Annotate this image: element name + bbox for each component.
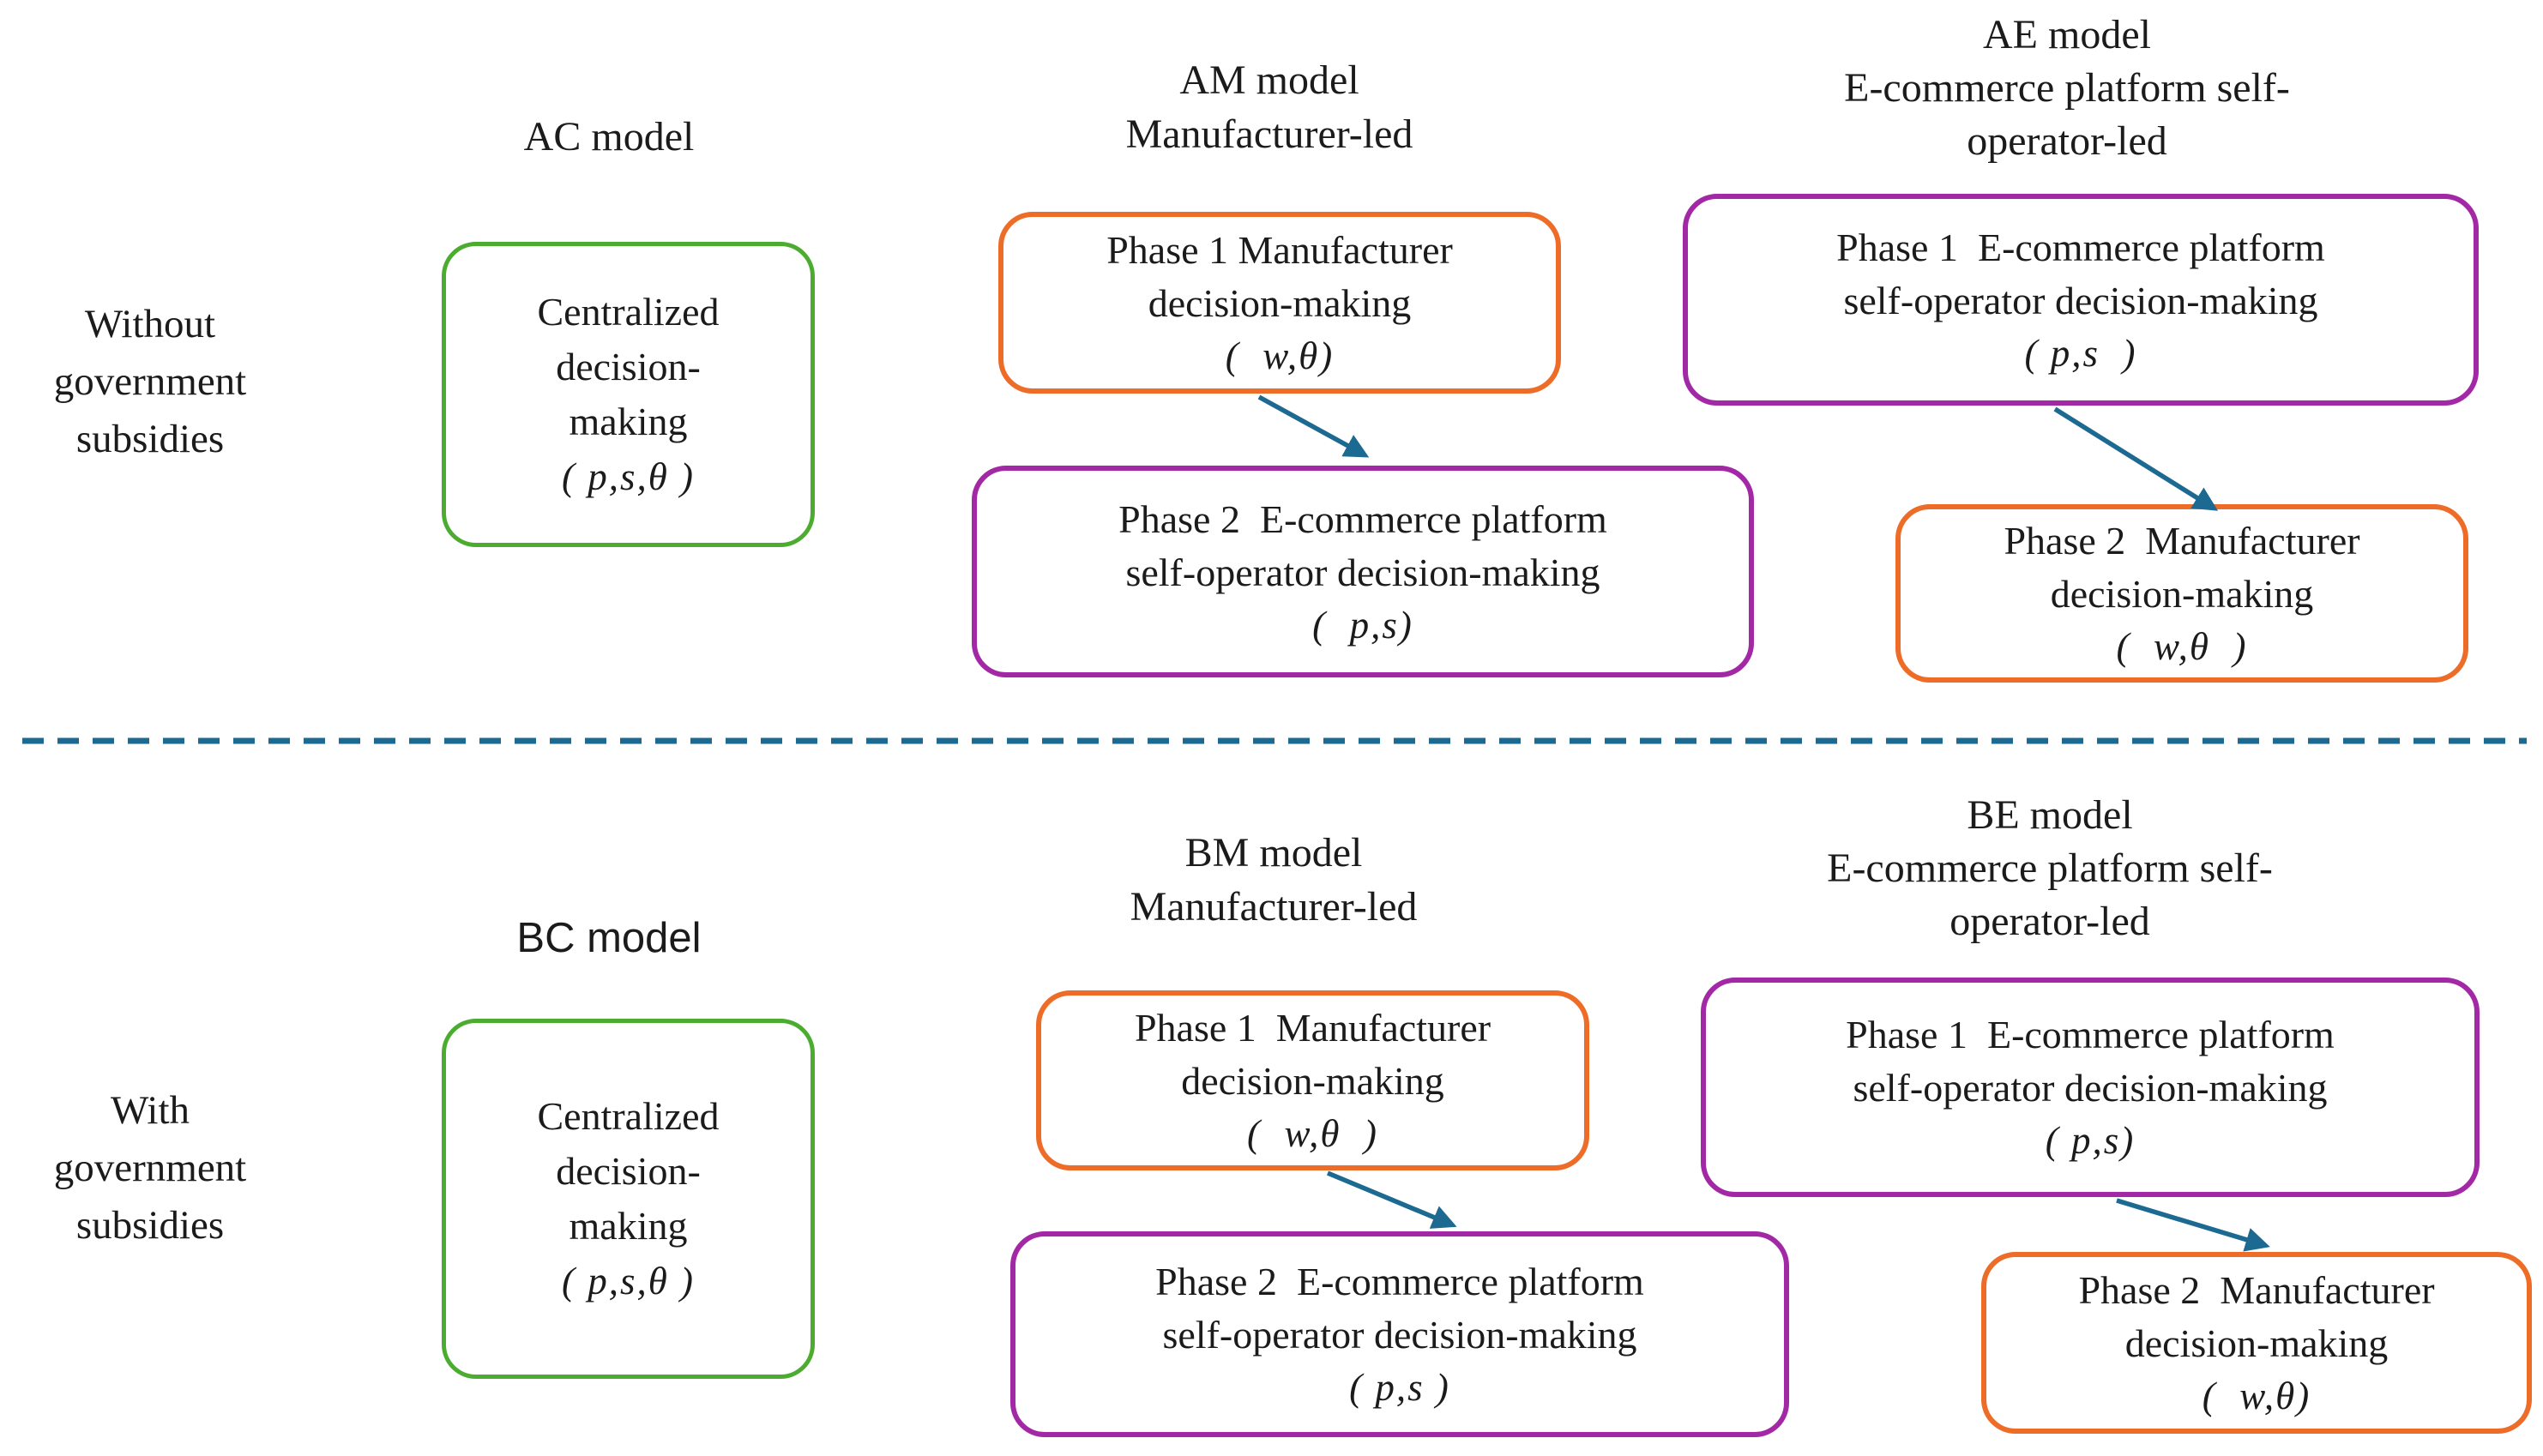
ac-centralized-box: Centralized decision- making ( p,s,θ ) <box>442 242 815 547</box>
ae-phase1-to-phase2-arrow <box>2053 406 2219 511</box>
box-params: ( p,s ) <box>2024 331 2137 375</box>
box-params: ( w,θ ) <box>2116 625 2248 668</box>
title-line: E-commerce platform self- <box>1827 845 2273 891</box>
box-text-line: Centralized <box>537 1094 720 1138</box>
row-label-line: Without <box>84 302 216 346</box>
box-params: ( p,s ) <box>1349 1366 1450 1409</box>
bm-model-title: BM model Manufacturer-led <box>969 826 1578 934</box>
box-text-line: decision-making <box>1181 1059 1444 1103</box>
bm-phase2-platform-box: Phase 2 E-commerce platform self-operato… <box>1010 1231 1789 1437</box>
row-label-line: subsidies <box>75 417 225 461</box>
title-line: operator-led <box>1967 118 2167 164</box>
be-phase1-to-phase2-arrow <box>2116 1198 2270 1252</box>
bm-phase1-to-phase2-arrow <box>1326 1170 1457 1229</box>
am-phase1-manufacturer-box: Phase 1 Manufacturer decision-making ( w… <box>998 212 1561 394</box>
be-model-title: BE model E-commerce platform self- opera… <box>1664 789 2436 948</box>
box-params: ( w,θ) <box>2202 1375 2311 1417</box>
box-text-line: self-operator decision-making <box>1843 278 2318 322</box>
box-text-line: Phase 2 E-commerce platform <box>1118 496 1607 541</box>
ae-phase2-manufacturer-box: Phase 2 Manufacturer decision-making ( w… <box>1895 504 2468 683</box>
am-phase2-platform-box: Phase 2 E-commerce platform self-operato… <box>972 466 1754 677</box>
box-text-line: self-operator decision-making <box>1853 1066 2328 1110</box>
row-label-line: subsidies <box>75 1203 225 1248</box>
ae-model-title: AE model E-commerce platform self- opera… <box>1672 9 2462 168</box>
title-line: AM model <box>1179 57 1359 103</box>
row-label-line: With <box>110 1088 190 1133</box>
title-line: AE model <box>1983 12 2151 57</box>
ac-model-title: AC model <box>395 110 823 164</box>
box-text-line: decision-making <box>2124 1321 2389 1365</box>
box-params: ( p,s,θ ) <box>561 455 696 498</box>
box-params: ( p,s) <box>2045 1119 2136 1162</box>
be-phase2-manufacturer-box: Phase 2 Manufacturer decision-making ( w… <box>1981 1252 2532 1434</box>
row-label-line: government <box>53 1146 247 1190</box>
box-text-line: self-operator decision-making <box>1125 550 1600 594</box>
box-params: ( p,s) <box>1312 603 1413 647</box>
box-text-line: decision-making <box>2050 572 2314 616</box>
box-text-line: Phase 2 Manufacturer <box>2078 1268 2435 1312</box>
box-text-line: Centralized <box>537 290 720 334</box>
ae-phase1-platform-box: Phase 1 E-commerce platform self-operato… <box>1683 194 2479 406</box>
title-line: operator-led <box>1949 899 2150 944</box>
box-text-line: decision- <box>556 345 701 388</box>
title-line: Manufacturer-led <box>1125 111 1413 157</box>
bm-phase1-manufacturer-box: Phase 1 Manufacturer decision-making ( w… <box>1036 990 1589 1170</box>
box-params: ( w,θ) <box>1225 334 1335 377</box>
title-line: AC model <box>523 114 695 159</box>
bc-centralized-box: Centralized decision- making ( p,s,θ ) <box>442 1019 815 1379</box>
box-text-line: Phase 2 E-commerce platform <box>1155 1260 1644 1303</box>
box-text-line: making <box>569 400 688 443</box>
title-line: E-commerce platform self- <box>1844 65 2290 111</box>
box-text-line: decision-making <box>1148 281 1412 325</box>
box-text-line: Phase 1 Manufacturer <box>1106 228 1453 272</box>
row-label-without-subsidies: Without government subsidies <box>9 296 292 468</box>
box-text-line: Phase 1 E-commerce platform <box>1836 225 2325 269</box>
box-params: ( w,θ ) <box>1247 1112 1378 1155</box>
title-line: Manufacturer-led <box>1130 884 1418 930</box>
row-label-line: government <box>53 359 247 404</box>
box-params: ( p,s,θ ) <box>561 1260 696 1303</box>
box-text-line: self-operator decision-making <box>1162 1313 1637 1357</box>
box-text-line: Phase 1 Manufacturer <box>1134 1006 1491 1050</box>
title-line: BC model <box>516 915 702 961</box>
box-text-line: Phase 2 Manufacturer <box>2004 519 2360 563</box>
box-text-line: Phase 1 E-commerce platform <box>1846 1013 2335 1056</box>
box-text-line: making <box>569 1204 688 1248</box>
bc-model-title: BC model <box>395 912 823 966</box>
am-model-title: AM model Manufacturer-led <box>969 53 1570 161</box>
be-phase1-platform-box: Phase 1 E-commerce platform self-operato… <box>1701 978 2480 1197</box>
am-phase1-to-phase2-arrow <box>1257 394 1370 458</box>
box-text-line: decision- <box>556 1149 701 1193</box>
title-line: BE model <box>1967 792 2133 838</box>
row-label-with-subsidies: With government subsidies <box>9 1082 292 1254</box>
title-line: BM model <box>1184 830 1363 875</box>
